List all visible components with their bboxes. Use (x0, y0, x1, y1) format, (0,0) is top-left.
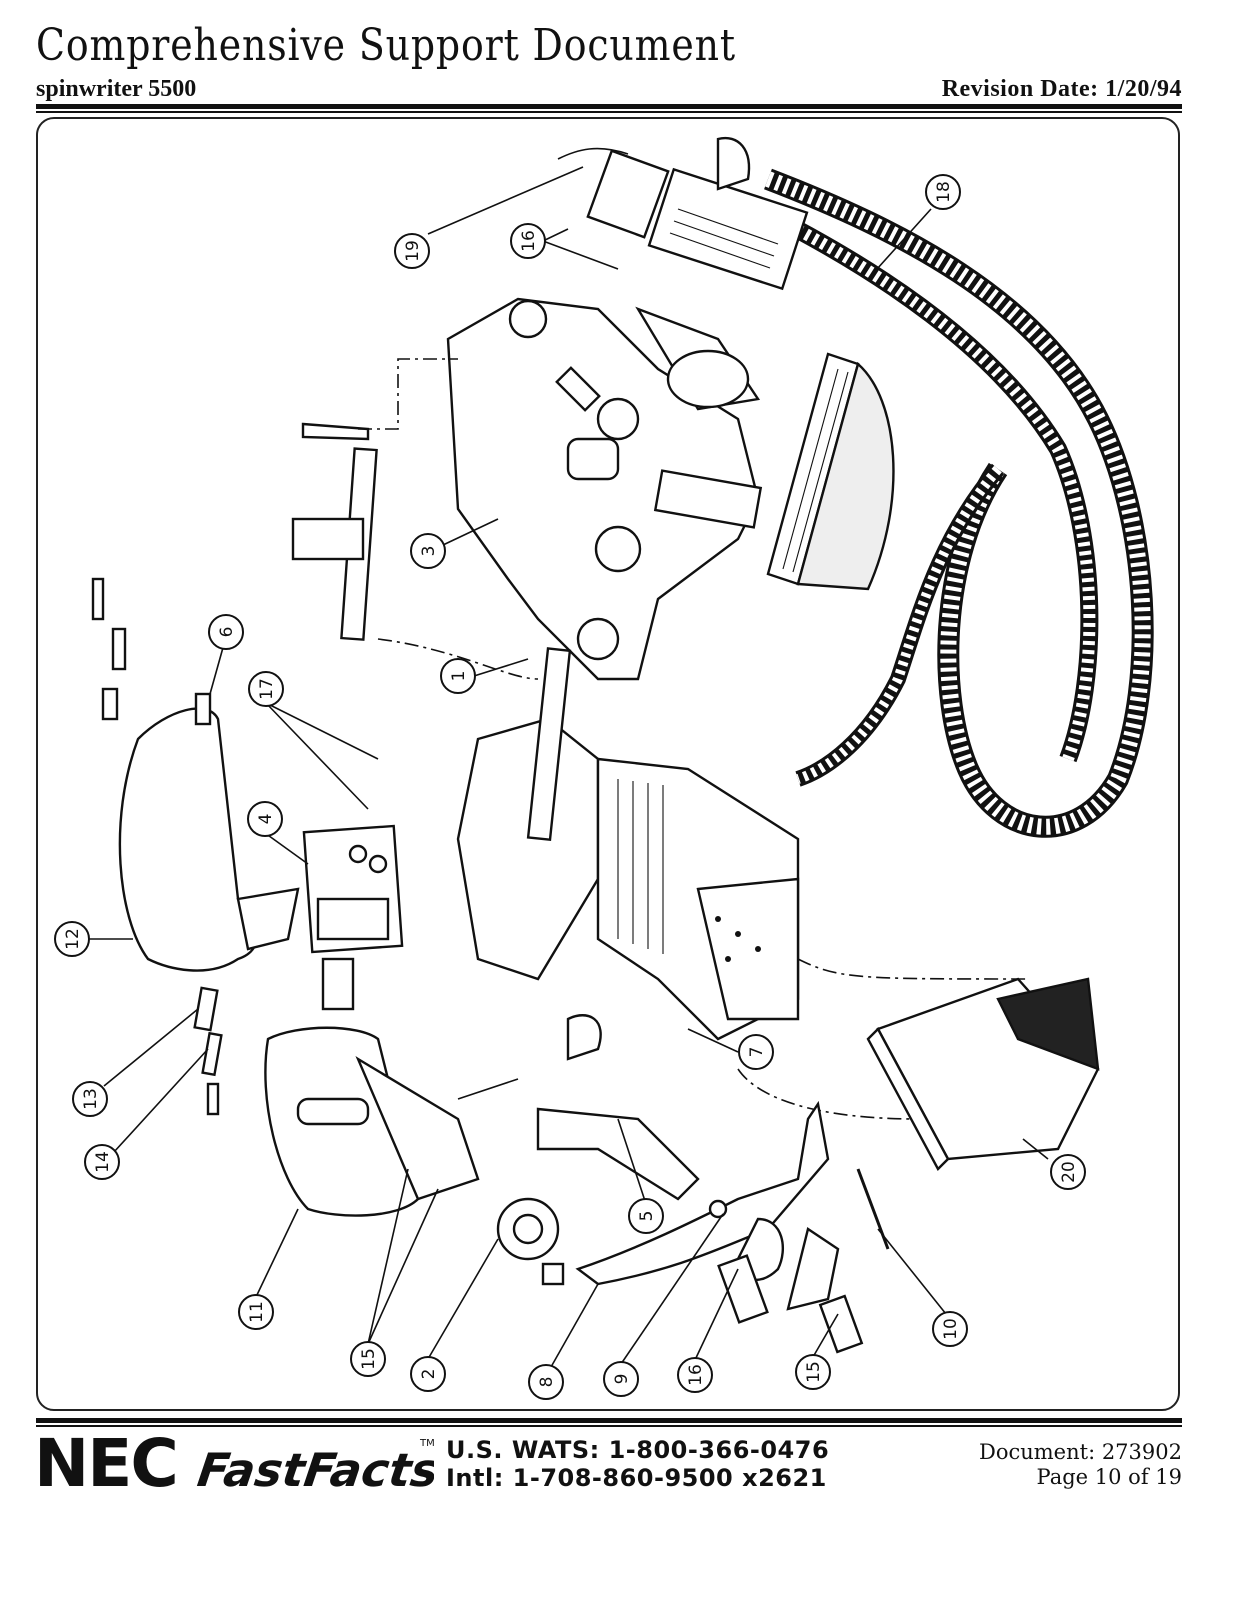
callout-11: 11 (238, 1294, 274, 1330)
callout-1: 1 (440, 658, 476, 694)
print-mechanism (377, 638, 1029, 1120)
callout-9: 9 (603, 1361, 639, 1397)
us-wats-phone: U.S. WATS: 1-800-366-0476 (446, 1436, 830, 1464)
svg-text:6: 6 (217, 627, 237, 638)
exploded-parts-diagram: 1 2 3 4 5 6 7 8 9 10 11 12 13 14 15 15 1… (36, 117, 1180, 1411)
callout-16-a: 16 (510, 223, 546, 259)
fastfacts-wordmark: FastFacts (194, 1443, 434, 1497)
nec-wordmark: NEC (34, 1428, 177, 1498)
header-rule-thin (36, 111, 1182, 113)
nec-fastfacts-logo: NEC FastFacts TM (34, 1428, 434, 1498)
callout-17: 17 (248, 671, 284, 707)
svg-text:17: 17 (257, 678, 277, 700)
svg-text:3: 3 (419, 546, 439, 557)
callout-4: 4 (247, 801, 283, 837)
svg-text:18: 18 (934, 181, 954, 203)
svg-text:12: 12 (63, 928, 83, 950)
shaft-assembly (291, 358, 458, 641)
trademark-mark: TM (419, 1438, 434, 1449)
callout-20: 20 (1050, 1154, 1086, 1190)
callout-16-b: 16 (677, 1357, 713, 1393)
callout-13: 13 (72, 1081, 108, 1117)
callout-19: 19 (394, 233, 430, 269)
svg-text:9: 9 (612, 1374, 632, 1385)
callout-6: 6 (208, 614, 244, 650)
revision-date: Revision Date: 1/20/94 (941, 76, 1182, 102)
callout-3: 3 (410, 533, 446, 569)
svg-text:19: 19 (403, 240, 423, 262)
intl-phone: Intl: 1-708-860-9500 x2621 (446, 1464, 827, 1492)
connector-block (557, 136, 809, 291)
callout-12: 12 (54, 921, 90, 957)
svg-text:13: 13 (81, 1088, 101, 1110)
svg-text:16: 16 (686, 1364, 706, 1386)
svg-text:20: 20 (1059, 1161, 1079, 1183)
document-title: Comprehensive Support Document (36, 20, 736, 71)
lower-linkages (496, 1014, 890, 1354)
svg-text:7: 7 (747, 1047, 767, 1058)
callout-14: 14 (84, 1144, 120, 1180)
callout-18: 18 (925, 174, 961, 210)
callout-15-a: 15 (350, 1341, 386, 1377)
callout-7: 7 (738, 1034, 774, 1070)
svg-text:10: 10 (941, 1318, 961, 1340)
svg-text:5: 5 (637, 1211, 657, 1222)
svg-text:15: 15 (359, 1348, 379, 1370)
left-cover (118, 707, 300, 972)
header-rule-thick (36, 104, 1182, 109)
callout-8: 8 (528, 1364, 564, 1400)
paper-tray (866, 977, 1100, 1171)
svg-text:2: 2 (419, 1369, 439, 1380)
svg-text:4: 4 (256, 814, 276, 825)
callout-15-b: 15 (795, 1354, 831, 1390)
footer-rule-thin (36, 1425, 1182, 1427)
diagram-canvas: 1 2 3 4 5 6 7 8 9 10 11 12 13 14 15 15 1… (54, 136, 1154, 1400)
callout-2: 2 (410, 1356, 446, 1392)
cable-harness (753, 168, 1154, 838)
svg-text:14: 14 (93, 1151, 113, 1173)
carriage-block (302, 824, 404, 1011)
document-number: Document: 273902 (979, 1440, 1182, 1464)
svg-text:11: 11 (247, 1301, 267, 1323)
svg-text:1: 1 (449, 671, 469, 682)
svg-text:16: 16 (519, 230, 539, 252)
footer-rule-thick (36, 1418, 1182, 1423)
page-number: Page 10 of 19 (1036, 1465, 1182, 1489)
gear-part-2 (496, 1197, 565, 1286)
screws-left (91, 577, 223, 1116)
leader-lines (89, 166, 1049, 1368)
callout-10: 10 (932, 1311, 968, 1347)
bottom-cover (264, 1026, 519, 1217)
svg-text:15: 15 (804, 1361, 824, 1383)
callout-5: 5 (628, 1198, 664, 1234)
svg-text:8: 8 (537, 1377, 557, 1388)
main-frame-plate (446, 297, 763, 681)
model-name: spinwriter 5500 (36, 76, 197, 102)
